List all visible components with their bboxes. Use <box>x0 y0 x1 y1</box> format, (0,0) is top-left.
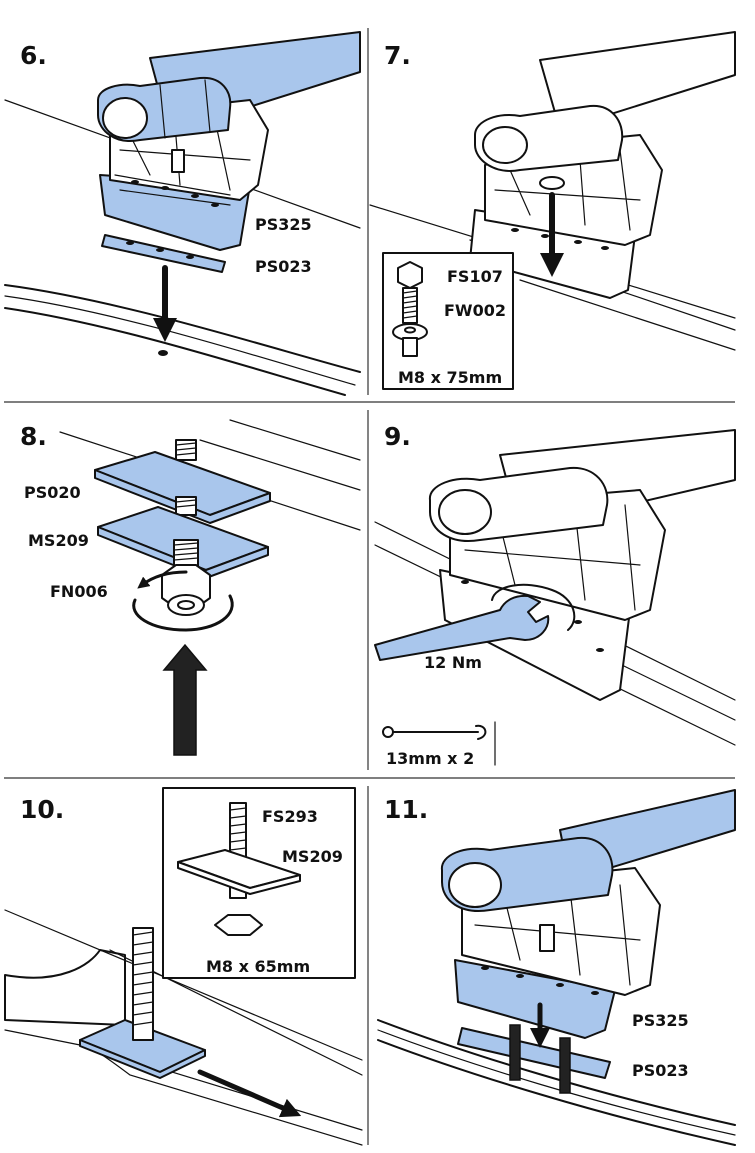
step-number: 9. <box>384 422 411 451</box>
step-6-panel: 6. PS325 PS023 <box>4 31 361 396</box>
part-label: PS325 <box>632 1011 689 1030</box>
size-label: M8 x 65mm <box>206 957 310 976</box>
washer-icon <box>392 323 428 357</box>
roof-bar-foot-icon <box>97 76 269 251</box>
step-number: 10. <box>20 795 64 824</box>
part-label: FN006 <box>50 582 108 601</box>
panel-separators <box>4 28 735 1145</box>
spanner-icon <box>382 724 487 740</box>
nut-icon <box>161 564 211 616</box>
part-label: FS107 <box>447 267 503 286</box>
part-label: PS023 <box>632 1061 689 1080</box>
bolt-icon <box>397 261 423 324</box>
step-number: 7. <box>384 41 411 70</box>
part-label: FW002 <box>444 301 506 320</box>
step-11-panel: 11. PS325 PS023 <box>377 789 736 1146</box>
step-10-panel: 10. FS293 MS209 M8 x 65mm <box>4 787 363 1146</box>
step-7-panel: 7. FS107 FW0 <box>369 31 736 390</box>
step-number: 11. <box>384 795 428 824</box>
step-number: 6. <box>20 41 47 70</box>
spanner-icon <box>374 583 576 661</box>
roof-bar-foot-icon <box>440 836 661 1039</box>
part-label: MS209 <box>282 847 343 866</box>
torque-label: 12 Nm <box>424 653 482 672</box>
step-9-panel: 9. 12 Nm 13mm x 2 <box>374 422 736 768</box>
size-label: M8 x 75mm <box>398 368 502 387</box>
part-label: FS293 <box>262 807 318 826</box>
size-label: 13mm x 2 <box>386 749 474 768</box>
part-label: MS209 <box>28 531 89 550</box>
part-label: PS325 <box>255 215 312 234</box>
rotation-arrow-icon <box>132 570 234 632</box>
part-label: PS020 <box>24 483 81 502</box>
step-8-panel: 8. PS020 MS209 F <box>20 419 361 756</box>
part-label: PS023 <box>255 257 312 276</box>
arrow-icon <box>162 643 208 756</box>
step-number: 8. <box>20 422 47 451</box>
